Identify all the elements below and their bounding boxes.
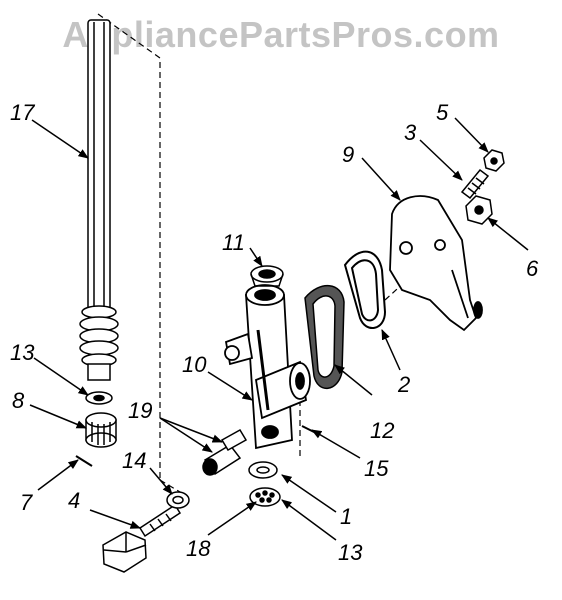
callout-13-upper: 13 — [10, 340, 35, 365]
leader-lines — [29, 117, 529, 541]
callout-9: 9 — [342, 142, 354, 167]
callout-5: 5 — [436, 100, 449, 125]
part-19-bushing — [202, 428, 248, 476]
part-7-pin — [75, 455, 93, 467]
callout-7: 7 — [20, 490, 33, 515]
part-2-ring — [343, 250, 387, 329]
part-6-nut — [465, 195, 493, 225]
callout-14: 14 — [122, 448, 146, 473]
callout-13-lower: 13 — [338, 540, 363, 565]
part-12-gasket — [304, 284, 345, 389]
part-13-washer-upper — [85, 391, 113, 405]
callout-6: 6 — [526, 256, 539, 281]
callout-4: 4 — [68, 488, 80, 513]
callout-8: 8 — [12, 388, 25, 413]
callout-17: 17 — [10, 100, 35, 125]
part-10-main-housing — [224, 284, 311, 450]
callout-12: 12 — [370, 418, 394, 443]
callout-15: 15 — [364, 456, 389, 481]
part-17-rod-spring — [79, 19, 119, 381]
part-9-cover-plate — [389, 195, 483, 332]
callout-1: 1 — [340, 504, 352, 529]
part-4-hex-bolt — [102, 503, 182, 573]
watermark: AppliancePartsPros.com — [62, 14, 500, 55]
part-14-washer — [166, 491, 190, 509]
part-13-18-lower-washer — [249, 487, 281, 507]
callout-19: 19 — [128, 398, 152, 423]
callout-2: 2 — [397, 372, 410, 397]
callout-10: 10 — [182, 352, 207, 377]
part-8-knurled-nut — [85, 412, 117, 448]
callout-11: 11 — [222, 230, 245, 255]
callout-18: 18 — [186, 536, 211, 561]
callout-3: 3 — [404, 120, 417, 145]
part-11-cap — [250, 265, 284, 287]
callout-labels: 17 13 8 7 4 14 19 10 11 12 2 9 3 5 6 15 … — [10, 100, 539, 565]
part-5-nut — [483, 149, 505, 172]
part-3-screw — [460, 168, 490, 200]
part-1-washer — [248, 461, 278, 479]
